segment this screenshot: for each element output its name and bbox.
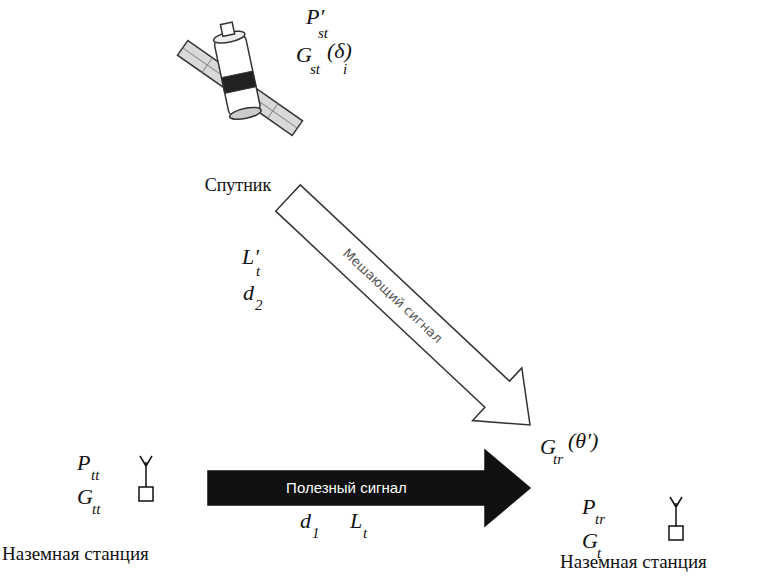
ground-station-node: Наземная станция — [2, 445, 208, 567]
subscript-symbol: t — [256, 264, 260, 279]
math-symbol: d — [243, 282, 254, 304]
subscript-symbol: 1 — [312, 526, 320, 541]
satellite-figure — [177, 20, 302, 135]
station-label: Наземная станция — [560, 551, 707, 573]
signal-arrow — [276, 185, 530, 425]
math-symbol: d — [300, 510, 311, 532]
math-symbol: (θ′) — [568, 430, 598, 452]
subscript-symbol: tr — [595, 512, 605, 527]
math-symbol: L — [350, 510, 362, 532]
math-symbol: G — [77, 486, 93, 508]
antenna-symbol — [669, 497, 683, 540]
math-symbol: P′ — [306, 6, 324, 28]
subscript-symbol: tt — [91, 468, 99, 483]
signal-label: Полезный сигнал — [286, 480, 407, 497]
subscript-symbol: 2 — [255, 298, 263, 313]
ground-station-node: Наземная станция — [530, 425, 768, 575]
subscript-symbol: i — [343, 62, 347, 77]
subscript-symbol: tr — [553, 452, 563, 467]
antenna-symbol — [139, 456, 153, 501]
math-symbol: G — [296, 44, 312, 66]
subscript-symbol: t — [597, 546, 601, 561]
math-symbol: P — [582, 496, 595, 518]
satellite-node: Спутник — [188, 8, 288, 198]
signal-label: Мешающий сигнал — [340, 246, 445, 346]
satellite-label: Спутник — [205, 175, 272, 196]
math-symbol: G — [582, 530, 598, 552]
math-symbol: P — [77, 452, 90, 474]
subscript-symbol: st — [310, 62, 320, 77]
subscript-symbol: t — [363, 526, 367, 541]
station-label: Наземная станция — [2, 543, 149, 565]
math-symbol: (δ) — [327, 40, 352, 62]
subscript-symbol: tt — [92, 502, 100, 517]
signal-arrow — [208, 450, 530, 526]
subscript-symbol: st — [318, 26, 328, 41]
